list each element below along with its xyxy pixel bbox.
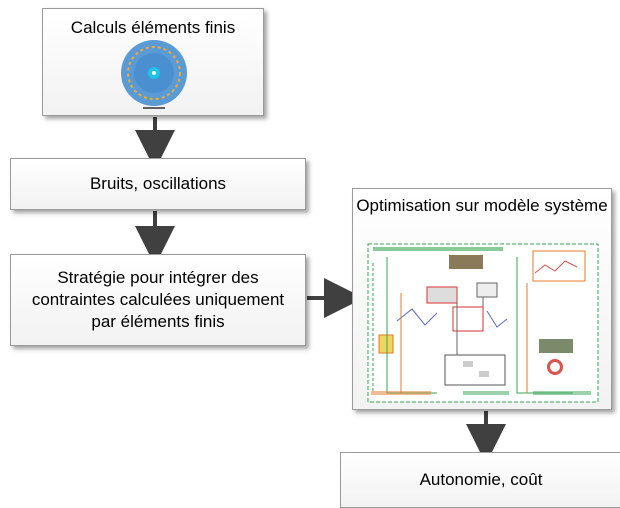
noise-oscillation-label: Bruits, oscillations [89, 174, 227, 193]
fe-calculation-label: Calculs éléments finis [70, 18, 236, 37]
autonomy-cost-label: Autonomie, coût [419, 470, 543, 489]
strategy-box: Stratégie pour intégrer des contraintes … [10, 254, 306, 346]
system-optimisation-box: Optimisation sur modèle système [352, 188, 612, 410]
fe-calculation-box: Calculs éléments finis [42, 8, 264, 116]
motor-cross-section-icon [121, 40, 187, 109]
system-diagram-thumbnail [367, 243, 599, 403]
noise-oscillation-box: Bruits, oscillations [10, 158, 306, 210]
system-optimisation-label: Optimisation sur modèle système [356, 196, 608, 215]
strategy-label: Stratégie pour intégrer des contraintes … [31, 268, 285, 331]
